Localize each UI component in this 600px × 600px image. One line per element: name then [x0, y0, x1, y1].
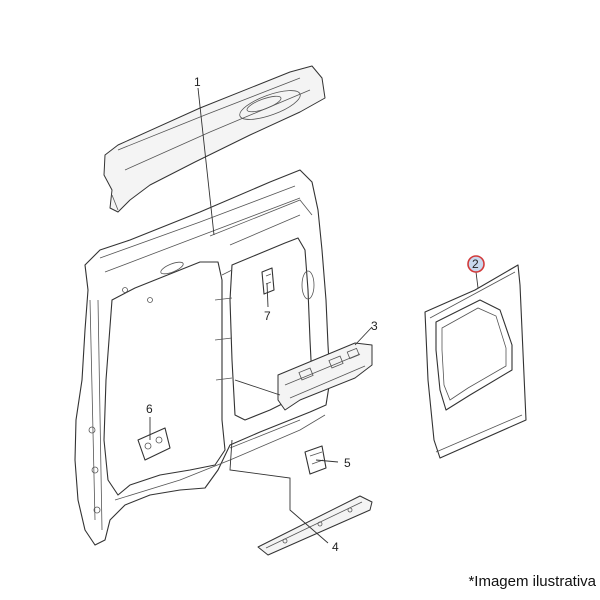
- part-5-clip: [304, 445, 327, 475]
- callout-1: 1: [194, 75, 201, 89]
- callout-5: 5: [344, 456, 351, 470]
- part-3-reinforcement: [277, 342, 373, 411]
- callout-2: 2: [472, 257, 479, 271]
- part-1-roof-rail: [103, 65, 326, 213]
- callout-2-highlight: 2: [467, 255, 485, 273]
- illustrative-image-caption: *Imagem ilustrativa: [468, 573, 596, 590]
- part-6-plate: [137, 427, 171, 461]
- callout-4: 4: [332, 540, 339, 554]
- leader-lines: [149, 87, 479, 544]
- part-7-bracket: [261, 267, 275, 295]
- callout-3: 3: [371, 319, 378, 333]
- part-4-sill-strip: [257, 495, 373, 556]
- side-frame-assembly: [74, 169, 331, 546]
- callout-7: 7: [264, 309, 271, 323]
- callout-6: 6: [146, 402, 153, 416]
- part-2-window-panel: [424, 264, 527, 459]
